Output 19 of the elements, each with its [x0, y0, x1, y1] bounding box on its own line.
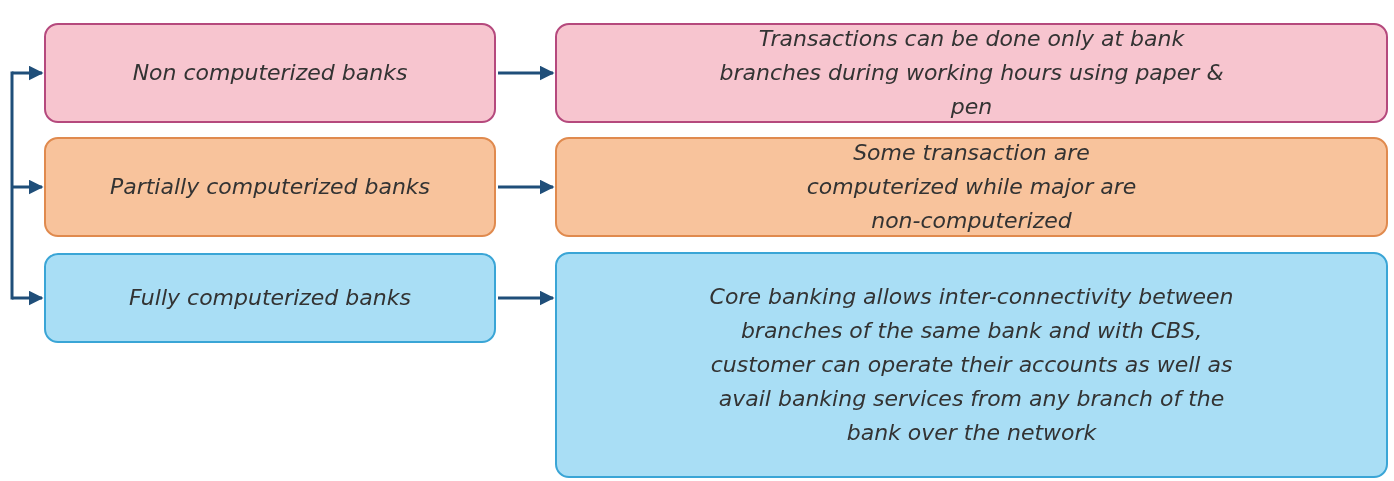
arrow — [498, 290, 555, 306]
category-box — [44, 253, 496, 343]
box-text: Fully computerized banks — [129, 284, 411, 312]
arrow — [12, 179, 44, 195]
box-text: Transactions can be done only at bank branches during working hours using paper & pen — [718, 25, 1225, 121]
category-box — [555, 252, 1388, 478]
category-box — [44, 137, 496, 237]
box-text: Some transaction are computerized while major are non-computerized — [805, 139, 1138, 235]
arrow — [12, 65, 44, 81]
category-box — [555, 137, 1388, 237]
arrow — [498, 65, 555, 81]
box-text: Non computerized banks — [132, 59, 408, 87]
box-text: Partially computerized banks — [109, 173, 431, 201]
box-text: Core banking allows inter-connectivity between branches of the same bank and with CBS, customer can operate their accounts as well as avail banking services from any branch of the bank over the network — [708, 283, 1235, 447]
category-box — [44, 23, 496, 123]
category-box — [555, 23, 1388, 123]
arrow — [498, 179, 555, 195]
arrow — [12, 290, 44, 306]
bracket-line — [10, 71, 14, 300]
